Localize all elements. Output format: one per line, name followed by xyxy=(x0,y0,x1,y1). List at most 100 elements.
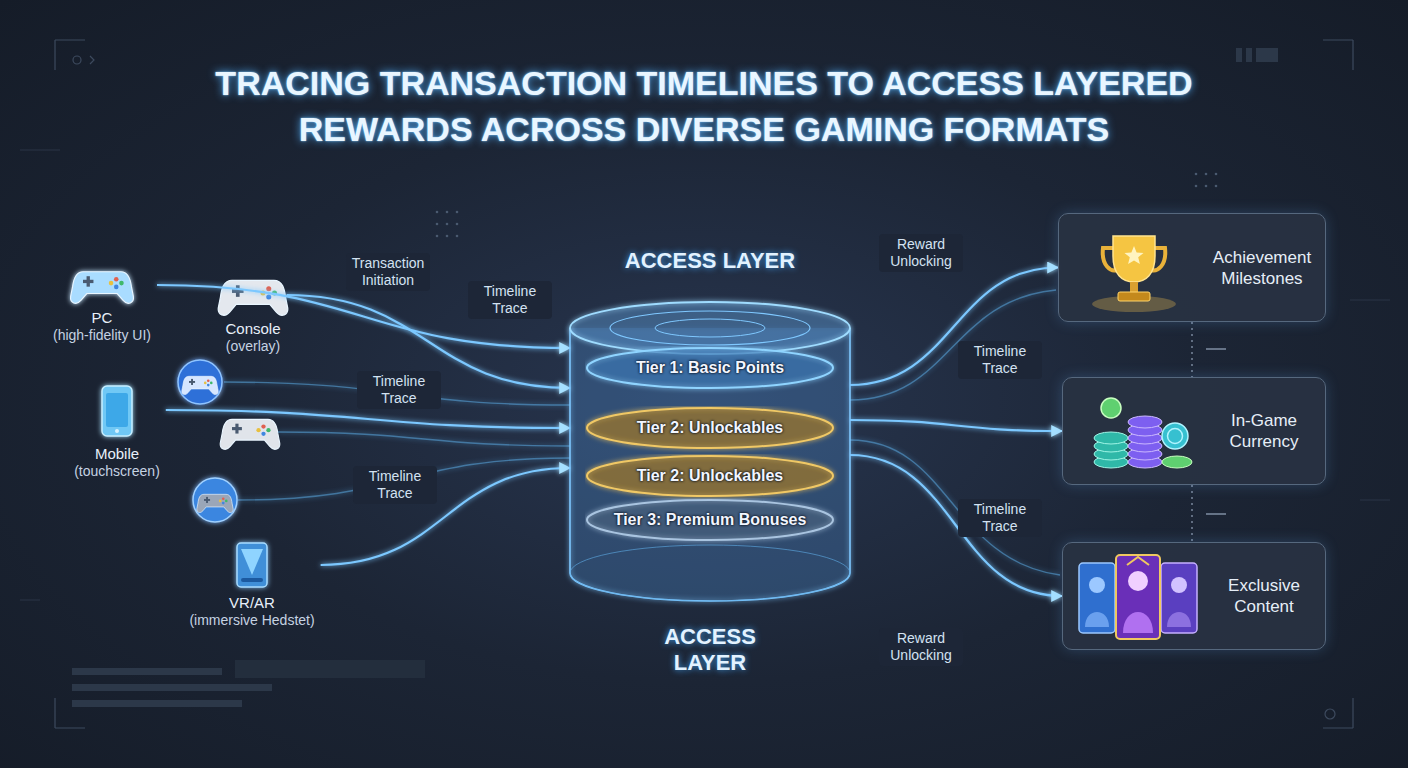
flow-connector xyxy=(1191,322,1192,377)
coins-icon xyxy=(1128,416,1162,428)
cards-icon xyxy=(1079,563,1115,633)
coins-icon xyxy=(1162,423,1188,449)
device-subtitle: (overlay) xyxy=(219,338,286,355)
reward-label: In-Game Currency xyxy=(1213,410,1315,452)
pc-gamepad-icon xyxy=(71,272,134,304)
dot-grid xyxy=(1205,173,1208,176)
coins-icon xyxy=(1094,432,1128,444)
console-controller-icon xyxy=(218,280,288,315)
access-cylinder: ACCESS LAYER ACCESS LAYER Tier 1: Basic Po… xyxy=(560,248,860,676)
device-name: Console xyxy=(219,320,286,338)
dot-grid xyxy=(1195,185,1198,188)
dot-grid xyxy=(1215,173,1218,176)
device-name: PC xyxy=(47,309,157,327)
reward-box: Exclusive Content xyxy=(1062,542,1326,650)
corner-frame xyxy=(73,56,81,64)
connector-dash xyxy=(1206,348,1226,350)
controller-badge-icon xyxy=(193,478,237,522)
tier-label: Tier 2: Unlockables xyxy=(637,454,783,498)
tier-disc: Tier 1: Basic Points xyxy=(585,346,835,390)
connector-label: Timeline Trace xyxy=(958,341,1042,379)
cards-icon xyxy=(1161,563,1197,633)
connector-label: Timeline Trace xyxy=(468,281,552,319)
connector-label: Transaction Initiation xyxy=(346,253,430,291)
vr-headset-icon xyxy=(241,578,263,582)
cylinder-shape xyxy=(570,545,850,601)
dot-grid xyxy=(456,235,459,238)
reward-label: Achievement Milestones xyxy=(1209,247,1315,289)
tier-label: Tier 3: Premium Bonuses xyxy=(614,498,807,542)
cylinder-shape xyxy=(610,311,810,345)
connector-label: Reward Unlocking xyxy=(879,628,963,666)
dot-grid xyxy=(446,235,449,238)
device-node: Console(overlay) xyxy=(219,272,286,355)
controller-icon xyxy=(220,419,280,449)
reward-box: In-Game Currency xyxy=(1062,377,1326,485)
diagram-title: TRACING TRANSACTION TIMELINES TO ACCESS … xyxy=(179,60,1229,152)
controller-icon xyxy=(220,419,280,449)
tier-disc: Tier 2: Unlockables xyxy=(585,454,835,498)
layer-heading: ACCESS LAYER xyxy=(560,248,860,274)
mobile-phone-icon xyxy=(102,386,132,436)
corner-frame xyxy=(1323,698,1353,728)
device-node: PC(high-fidelity UI) xyxy=(47,265,157,344)
flow-connector xyxy=(850,420,1062,431)
controller-badge-icon xyxy=(178,360,222,404)
pc-gamepad-icon xyxy=(71,272,134,304)
mobile-phone-icon xyxy=(106,393,128,427)
layer-footer: ACCESS LAYER xyxy=(650,624,770,676)
dot-grid xyxy=(1195,173,1198,176)
deco-bars xyxy=(72,684,272,691)
cards-icon xyxy=(1171,577,1187,593)
flow-connector xyxy=(1191,485,1192,542)
flow-connector xyxy=(850,268,1058,386)
connector-dash xyxy=(1206,513,1226,515)
device-subtitle: (high-fidelity UI) xyxy=(47,327,157,344)
device-node: Mobile(touchscreen) xyxy=(68,383,166,480)
cards-icon xyxy=(1116,555,1160,639)
cards-icon xyxy=(1123,612,1153,633)
light-strands xyxy=(278,432,570,446)
coins-icon xyxy=(1168,429,1183,444)
device-subtitle: (touchscreen) xyxy=(68,463,166,480)
deco-bars xyxy=(1236,48,1242,62)
cylinder-shape xyxy=(570,302,850,354)
flow-connector xyxy=(850,455,1062,596)
corner-frame xyxy=(1325,709,1335,719)
device-node: VR/AR(immersive Hedstet) xyxy=(183,540,320,629)
controller-badge-icon xyxy=(182,376,218,394)
dot-grid xyxy=(446,211,449,214)
cylinder-shape xyxy=(570,328,850,601)
controller-badge-icon xyxy=(178,360,222,404)
tier-disc: Tier 3: Premium Bonuses xyxy=(585,498,835,542)
cards-icon xyxy=(1063,543,1213,651)
dot-grid xyxy=(436,235,439,238)
dot-grid xyxy=(1205,185,1208,188)
console-controller-icon xyxy=(218,280,288,315)
coins-icon xyxy=(1162,456,1192,468)
vr-headset-icon xyxy=(241,549,263,575)
vr-headset-icon xyxy=(237,543,267,587)
deco-bars xyxy=(1246,48,1252,62)
coins-icon xyxy=(1101,398,1121,418)
dot-grid xyxy=(436,211,439,214)
tier-label: Tier 2: Unlockables xyxy=(637,406,783,450)
grid-lines xyxy=(20,150,1390,600)
connector-label: Timeline Trace xyxy=(353,466,437,504)
cards-icon xyxy=(1167,612,1191,627)
deco-bars xyxy=(1256,48,1278,62)
cards-icon xyxy=(1127,557,1149,565)
cards-icon xyxy=(1089,577,1105,593)
deco-bars xyxy=(235,660,425,678)
flow-connector xyxy=(166,410,570,428)
connector-label: Reward Unlocking xyxy=(879,234,963,272)
cards-icon xyxy=(1128,571,1148,591)
controller-badge-icon xyxy=(193,478,237,522)
deco-bars xyxy=(72,668,222,675)
dot-grid xyxy=(456,211,459,214)
trophy-icon xyxy=(1113,236,1155,282)
trophy-icon xyxy=(1118,292,1150,301)
device-name: VR/AR xyxy=(183,594,320,612)
